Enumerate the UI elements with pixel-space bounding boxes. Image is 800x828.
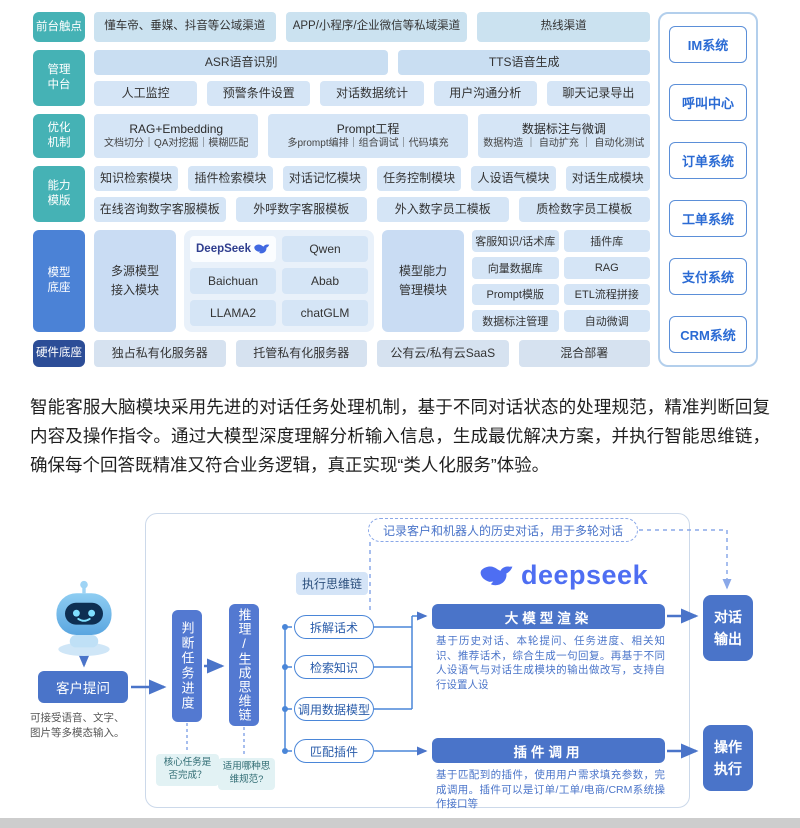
row-hardware-base: 硬件底座 独占私有化服务器 托管私有化服务器 公有云/私有云SaaS 混合部署 <box>33 340 650 367</box>
chain-step-box: 调用数据模型 <box>294 697 374 721</box>
template-box: 在线咨询数字客服模板 <box>94 197 226 222</box>
page-bottom-strip <box>0 818 800 828</box>
capability-box: Prompt模版 <box>472 283 559 306</box>
description-paragraph: 智能客服大脑模块采用先进的对话任务处理机制，基于不同对话状态的处理规范，精准判断… <box>30 397 770 475</box>
row-capability-templates: 能力 模版 知识检索模块 插件检索模块 对话记忆模块 任务控制模块 人设语气模块… <box>33 166 650 222</box>
model-box: LLAMA2 <box>190 300 276 326</box>
action-execute-box: 操作 执行 <box>703 725 753 791</box>
row-management-platform: 管理 中台 ASR语音识别 TTS语音生成 人工监控 预警条件设置 对话数据统计… <box>33 50 651 106</box>
tts-box: TTS语音生成 <box>398 50 650 75</box>
capability-box: 自动微调 <box>563 310 650 332</box>
mgmt-box: 聊天记录导出 <box>546 81 651 106</box>
model-box: Abab <box>282 268 368 294</box>
row-label-model-base: 模型 底座 <box>33 230 85 332</box>
note-core-task: 核心任务是否完成？ <box>156 754 219 786</box>
capability-module-box: 知识检索模块 <box>94 166 179 191</box>
capability-grid: 客服知识/话术库 插件库 向量数据库 RAG Prompt模版 ETL流程拼接 … <box>472 230 650 332</box>
reason-generate-chain-box: 推理/生成思维链 <box>229 604 259 726</box>
mgmt-box: 对话数据统计 <box>320 81 424 106</box>
capability-module-box: 对话记忆模块 <box>282 166 367 191</box>
optimization-box: Prompt工程 多prompt编排｜组合调试｜代码填充 <box>268 114 468 158</box>
deepseek-logo: deepseek <box>480 560 648 591</box>
system-im: IM系统 <box>669 26 747 63</box>
deepseek-whale-icon <box>480 565 513 585</box>
row-label-hardware: 硬件底座 <box>33 340 85 367</box>
hardware-box: 托管私有化服务器 <box>235 340 367 367</box>
channel-box: 热线渠道 <box>477 12 650 42</box>
external-systems-panel: IM系统 呼叫中心 订单系统 工单系统 支付系统 CRM系统 <box>658 12 758 367</box>
model-capability-mgmt-module: 模型能力 管理模块 <box>382 230 464 332</box>
system-crm: CRM系统 <box>669 316 747 353</box>
row-label-management: 管理 中台 <box>33 50 85 106</box>
asr-box: ASR语音识别 <box>94 50 389 75</box>
capability-module-box: 对话生成模块 <box>565 166 650 191</box>
row-label-frontend: 前台触点 <box>33 12 85 42</box>
robot-icon <box>56 580 112 656</box>
architecture-rows: 前台触点 懂车帝、垂媒、抖音等公域渠道 APP/小程序/企业微信等私域渠道 热线… <box>33 12 651 367</box>
template-box: 外呼数字客服模板 <box>235 197 367 222</box>
mgmt-box: 预警条件设置 <box>207 81 311 106</box>
row-label-capability: 能力 模版 <box>33 166 85 222</box>
optimization-box: 数据标注与微调 数据构造 ｜ 自动扩充 ｜ 自动化测试 <box>477 114 650 158</box>
optimization-sub: 多prompt编排｜组合调试｜代码填充 <box>287 138 449 150</box>
row-frontend-touchpoints: 前台触点 懂车帝、垂媒、抖音等公域渠道 APP/小程序/企业微信等私域渠道 热线… <box>33 12 650 42</box>
capability-module-box: 人设语气模块 <box>471 166 556 191</box>
capability-module-box: 任务控制模块 <box>376 166 462 191</box>
chain-step-box: 匹配插件 <box>294 739 374 763</box>
hardware-box: 独占私有化服务器 <box>94 340 226 367</box>
execute-chain-label: 执行思维链 <box>296 572 368 595</box>
channel-box: 懂车帝、垂媒、抖音等公域渠道 <box>94 12 276 42</box>
optimization-title: Prompt工程 <box>336 121 400 136</box>
optimization-sub: 文档切分｜QA对挖掘｜模糊匹配 <box>103 138 249 150</box>
customer-note: 可接受语音、文字、图片等多模态输入。 <box>30 712 125 739</box>
chain-step-box: 拆解话术 <box>294 615 374 639</box>
capability-box: 客服知识/话术库 <box>472 230 559 252</box>
history-banner: 记录客户和机器人的历史对话，用于多轮对话 <box>368 518 639 542</box>
capability-box: 数据标注管理 <box>472 310 559 332</box>
note-reason-spec: 适用哪种思维规范? <box>218 758 275 790</box>
capability-box: ETL流程拼接 <box>563 283 650 306</box>
optimization-box: RAG+Embedding 文档切分｜QA对挖掘｜模糊匹配 <box>94 114 259 158</box>
dialog-output-box: 对话 输出 <box>703 595 753 661</box>
model-box: chatGLM <box>282 300 368 326</box>
template-box: 质检数字员工模板 <box>518 197 650 222</box>
optimization-sub: 数据构造 ｜ 自动扩充 ｜ 自动化测试 <box>483 138 645 150</box>
row-optimization: 优化 机制 RAG+Embedding 文档切分｜QA对挖掘｜模糊匹配 Prom… <box>33 114 650 158</box>
optimization-title: RAG+Embedding <box>129 121 224 136</box>
capability-box: 向量数据库 <box>472 256 559 279</box>
system-order: 订单系统 <box>669 142 747 179</box>
capability-box: RAG <box>563 256 650 279</box>
deepseek-wordmark: deepseek <box>521 560 649 590</box>
mgmt-box: 人工监控 <box>94 81 198 106</box>
system-callcenter: 呼叫中心 <box>669 84 747 121</box>
model-deepseek: DeepSeek <box>190 236 276 262</box>
model-box: Qwen <box>282 236 368 262</box>
multi-source-access-module: 多源模型 接入模块 <box>94 230 176 332</box>
plugin-call-desc: 基于匹配到的插件，使用用户需求填充参数，完成调用。插件可以是订单/工单/电商/C… <box>436 769 665 810</box>
capability-box: 插件库 <box>563 230 650 252</box>
judge-task-progress-box: 判断任务进度 <box>172 610 202 722</box>
system-ticket: 工单系统 <box>669 200 747 237</box>
hardware-box: 混合部署 <box>518 340 650 367</box>
optimization-title: 数据标注与微调 <box>521 121 606 136</box>
llm-render-bar: 大模型渲染 <box>432 604 665 629</box>
chain-step-box: 检索知识 <box>294 655 374 679</box>
template-box: 外入数字员工模板 <box>377 197 509 222</box>
hardware-box: 公有云/私有云SaaS <box>377 340 509 367</box>
capability-module-box: 插件检索模块 <box>188 166 273 191</box>
channel-box: APP/小程序/企业微信等私域渠道 <box>285 12 468 42</box>
plugin-call-bar: 插件调用 <box>432 738 665 763</box>
flow-diagram: 记录客户和机器人的历史对话，用于多轮对话 deepseek 执行思维链 客户提问… <box>0 508 800 818</box>
deepseek-label: DeepSeek <box>196 243 251 255</box>
llm-render-desc: 基于历史对话、本轮提问、任务进度、相关知识、推荐话术，综合生成一句回复。再基于不… <box>436 635 665 691</box>
model-panel: DeepSeek Qwen Baichuan Abab LLAMA2 chatG… <box>184 230 374 332</box>
customer-question-box: 客户提问 <box>38 671 128 703</box>
row-model-base: 模型 底座 多源模型 接入模块 DeepSeek Qwen Baichuan A… <box>33 230 650 332</box>
architecture-diagram: 前台触点 懂车帝、垂媒、抖音等公域渠道 APP/小程序/企业微信等私域渠道 热线… <box>0 0 800 367</box>
deepseek-whale-icon <box>254 244 270 254</box>
system-payment: 支付系统 <box>669 258 747 295</box>
model-box: Baichuan <box>190 268 276 294</box>
mgmt-box: 用户沟通分析 <box>433 81 537 106</box>
row-label-optimization: 优化 机制 <box>33 114 85 158</box>
